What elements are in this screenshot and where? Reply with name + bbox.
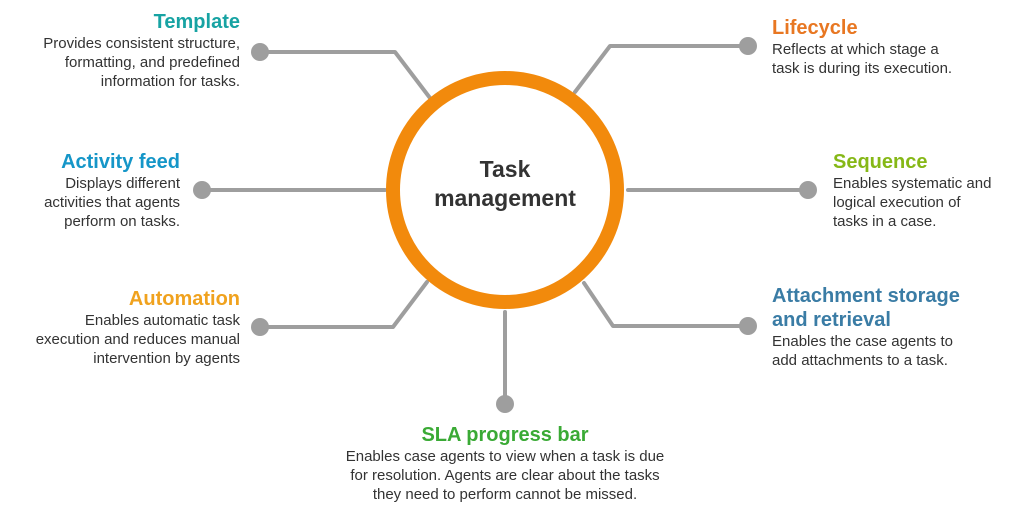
desc-line: Enables systematic and — [833, 175, 992, 192]
feature-attachment-desc: Enables the case agents to add attachmen… — [772, 332, 1012, 370]
desc-line: Reflects at which stage a — [772, 41, 939, 58]
connector-template — [258, 50, 432, 100]
connector-dots — [193, 37, 817, 413]
feature-template-title: Template — [153, 11, 240, 33]
connector-automation — [258, 280, 429, 329]
desc-line: Provides consistent structure, — [43, 35, 240, 52]
desc-line: information for tasks. — [100, 73, 240, 90]
connector-lifecycle — [573, 44, 750, 94]
feature-template-desc: Provides consistent structure, formattin… — [0, 34, 240, 91]
feature-lifecycle: Lifecycle Reflects at which stage a task… — [772, 16, 1012, 78]
connector-attachment — [582, 281, 750, 328]
dot-activity-feed — [193, 181, 211, 199]
feature-attachment-title-line2: and retrieval — [772, 309, 891, 331]
feature-sequence-desc: Enables systematic and logical execution… — [833, 174, 1013, 231]
desc-line: Enables case agents to view when a task … — [345, 448, 665, 465]
desc-line: perform on tasks. — [64, 213, 180, 230]
desc-line: execution and reduces manual — [35, 331, 240, 348]
desc-line: activities that agents — [44, 194, 180, 211]
desc-line: task is during its execution. — [772, 60, 953, 77]
feature-automation: Automation Enables automatic task execut… — [0, 287, 240, 368]
dot-template — [251, 43, 269, 61]
dot-lifecycle — [739, 37, 757, 55]
feature-sequence: Sequence Enables systematic and logical … — [833, 150, 1013, 231]
dot-automation — [251, 318, 269, 336]
dot-sla — [496, 395, 514, 413]
feature-activity-feed-title: Activity feed — [61, 151, 180, 173]
desc-line: Enables the case agents to — [772, 333, 953, 350]
desc-line: formatting, and predefined — [64, 54, 240, 71]
feature-sequence-title: Sequence — [833, 151, 928, 173]
feature-activity-feed: Activity feed Displays different activit… — [0, 150, 180, 231]
desc-line: intervention by agents — [93, 350, 240, 367]
feature-lifecycle-desc: Reflects at which stage a task is during… — [772, 40, 1012, 78]
feature-attachment: Attachment storage and retrieval Enables… — [772, 284, 1012, 370]
desc-line: logical execution of — [833, 194, 961, 211]
desc-line: Displays different — [65, 175, 180, 192]
hub-ring — [386, 71, 624, 309]
hub-label-line2: management — [434, 185, 576, 211]
desc-line: for resolution. Agents are clear about t… — [350, 467, 660, 484]
connectors — [200, 44, 810, 406]
desc-line: tasks in a case. — [833, 213, 937, 230]
feature-lifecycle-title: Lifecycle — [772, 17, 858, 39]
desc-line: add attachments to a task. — [772, 352, 948, 369]
feature-attachment-title-line1: Attachment storage — [772, 285, 960, 307]
dot-attachment — [739, 317, 757, 335]
desc-line: they need to perform cannot be missed. — [372, 486, 638, 503]
feature-sla-title: SLA progress bar — [421, 424, 589, 446]
desc-line: Enables automatic task — [84, 312, 240, 329]
feature-sla-desc: Enables case agents to view when a task … — [300, 447, 710, 504]
feature-activity-feed-desc: Displays different activities that agent… — [0, 174, 180, 231]
feature-sla: SLA progress bar Enables case agents to … — [300, 423, 710, 504]
dot-sequence — [799, 181, 817, 199]
hub-label-line1: Task — [479, 156, 531, 182]
feature-template: Template Provides consistent structure, … — [0, 10, 240, 91]
feature-automation-desc: Enables automatic task execution and red… — [0, 311, 240, 368]
hub-label: Task management — [400, 155, 610, 213]
feature-automation-title: Automation — [128, 288, 240, 310]
